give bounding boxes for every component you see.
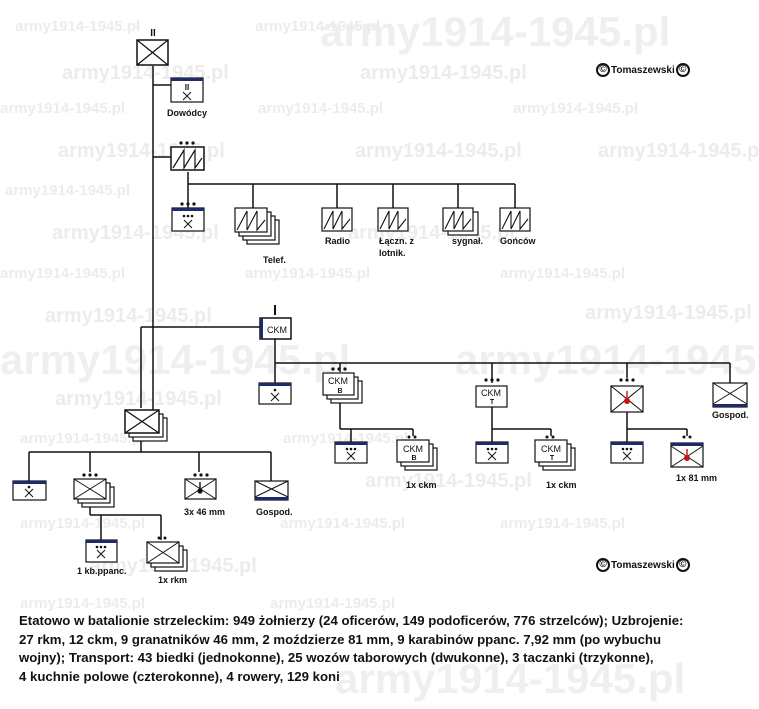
watermark: army1914-1945.pl [5, 182, 131, 199]
mg-type-b-label: B [411, 455, 416, 462]
watermark: army1914-1945.pl [15, 18, 141, 35]
radio-label: Radio [325, 236, 351, 246]
mortar-squad-symbol [670, 435, 704, 468]
signalling-section-symbol [442, 207, 479, 236]
mg-squad-b-symbol: CKM B [396, 435, 438, 471]
copyright-icon: © [596, 558, 610, 572]
mg-type-t-label: T [550, 455, 555, 462]
rifle-platoon-symbol [73, 473, 115, 508]
watermark: army1914-1945.pl [245, 265, 371, 282]
ckm-label: CKM [481, 388, 501, 398]
watermark: army1914-1945.pl [270, 595, 396, 612]
antitank-rifle-label: 1 kb.ppanc. [77, 566, 127, 576]
watermark: army1914-1945.pl [598, 140, 759, 162]
summary-line: 4 kuchnie polowe (czterokonne), 4 rowery… [19, 668, 340, 684]
summary-line: wojny); Transport: 43 biedki (jednokonne… [19, 650, 654, 666]
watermark: army1914-1945.pl [365, 470, 532, 492]
copyright-icon: © [675, 558, 690, 572]
watermark: army1914-1945.pl [258, 100, 384, 117]
mg-supply-label: Gospod. [712, 410, 749, 420]
rifle-company-command-symbol [12, 480, 47, 501]
ckm-label: CKM [403, 444, 423, 454]
signal-platoon-symbol [170, 141, 205, 171]
watermark: army1914-1945.pl [0, 265, 126, 282]
mg-count-b-label: 1x ckm [406, 480, 437, 490]
mortar-command-symbol [610, 441, 644, 464]
rifle-supply-label: Gospod. [256, 507, 293, 517]
battalion-summary: Etatowo w batalionie strzeleckim: 949 żo… [19, 612, 749, 686]
lmg-count-label: 1x rkm [158, 575, 188, 585]
mortar-count-label: 1x 81 mm [676, 473, 718, 483]
watermark: army1914-1945.pl [45, 305, 212, 327]
rifle-squad-symbol [146, 536, 188, 572]
copyright-icon: © [596, 63, 610, 77]
air-liaison-label-line1: Łączn. z [379, 236, 415, 246]
watermark: army1914-1945.pl [283, 430, 409, 447]
mg-company-supply-symbol [712, 382, 748, 408]
rifle-company-supply-symbol [254, 480, 289, 501]
watermark: army1914-1945.pl [0, 336, 351, 383]
air-liaison-label-line2: lotnik. [379, 248, 406, 258]
mortar-platoon-symbol [610, 378, 644, 413]
mg-platoon-t-symbol: CKM T [475, 378, 508, 408]
rifle-platoon-command-symbol [85, 539, 118, 563]
mg-type-t-label: T [490, 399, 495, 406]
telephone-section-symbol [234, 207, 280, 245]
watermark: army1914-1945.pl [455, 336, 759, 383]
mg-count-t-label: 1x ckm [546, 480, 577, 490]
messengers-section-symbol [499, 207, 531, 232]
radio-section-symbol [321, 207, 353, 232]
mortar-icon [624, 398, 630, 404]
copyright-icon: © [675, 63, 690, 77]
summary-line: 27 rkm, 12 ckm, 9 granatników 46 mm, 2 m… [19, 631, 662, 647]
watermark: army1914-1945.pl [500, 515, 626, 532]
commanders-label: Dowódcy [167, 108, 208, 118]
ckm-label: CKM [541, 444, 561, 454]
rifle-company-symbol [124, 409, 168, 442]
watermark: army1914-1945.pl [360, 62, 527, 84]
mg-squad-t-symbol: CKM T [534, 435, 576, 471]
author-credit-bottom: © Tomaszewski © [596, 558, 690, 572]
connector-lines [28, 66, 731, 540]
air-liaison-section-symbol [377, 207, 409, 232]
watermark: army1914-1945.pl [320, 8, 671, 55]
signal-command-section-symbol [171, 202, 205, 232]
watermark: army1914-1945.pl [55, 388, 222, 410]
watermark: army1914-1945.pl [20, 595, 146, 612]
mg-type-b-label: B [337, 388, 342, 395]
watermark: army1914-1945.pl [355, 140, 522, 162]
grenade-launcher-icon [197, 488, 203, 494]
watermark: army1914-1945.pl [335, 655, 686, 702]
grenade-launcher-section-symbol [184, 473, 217, 500]
watermark: army1914-1945.pl [255, 18, 381, 35]
watermark: army1914-1945.pl [0, 100, 126, 117]
watermark: army1914-1945.pl [513, 100, 639, 117]
commanders-symbol: II [170, 77, 204, 103]
watermark: army1914-1945.pl [20, 430, 146, 447]
watermark: army1914-1945.pl [585, 302, 752, 324]
mg-platoon-t-command-symbol [475, 441, 509, 464]
mg-platoon-b-command-symbol [334, 441, 368, 464]
author-name: Tomaszewski [611, 559, 675, 571]
author-credit-top: © Tomaszewski © [596, 63, 690, 77]
ckm-label: CKM [328, 376, 348, 386]
messengers-label: Gońców [500, 236, 536, 246]
watermark: army1914-1945.pl [280, 515, 406, 532]
battalion-echelon-mark: II [185, 83, 189, 92]
mg-platoon-b-symbol: CKM B [322, 367, 363, 404]
watermark: army1914-1945.pl [500, 265, 626, 282]
author-name: Tomaszewski [611, 64, 675, 76]
signalling-label: sygnał. [452, 236, 484, 246]
mortar-icon [684, 455, 690, 461]
telephone-label: Telef. [263, 255, 286, 265]
mg-company-symbol: CKM [259, 305, 292, 340]
battalion-symbol: II [136, 28, 169, 66]
watermark: army1914-1945.pl [20, 515, 146, 532]
ckm-label: CKM [267, 325, 287, 335]
mg-company-command-symbol [258, 382, 292, 405]
summary-line: Etatowo w batalionie strzeleckim: 949 żo… [19, 613, 684, 628]
battalion-echelon-mark: II [150, 28, 156, 39]
grenade-count-label: 3x 46 mm [184, 507, 226, 517]
